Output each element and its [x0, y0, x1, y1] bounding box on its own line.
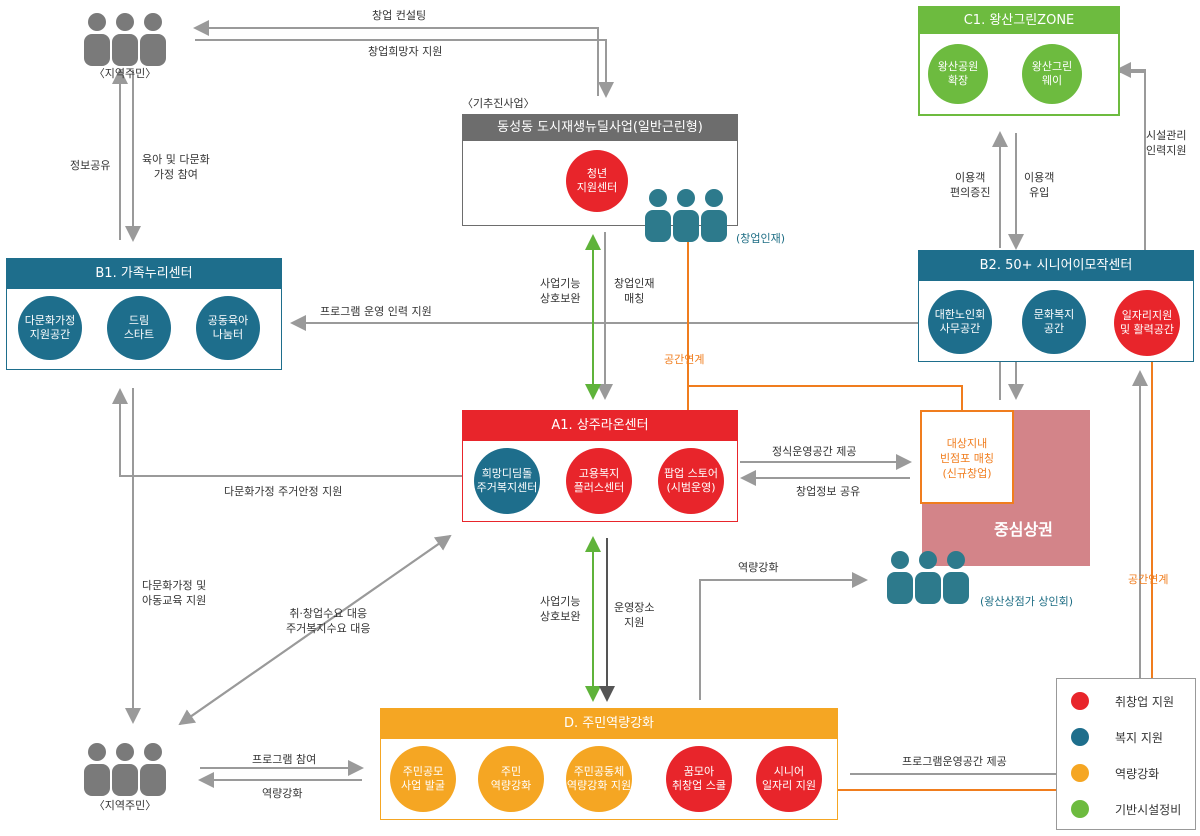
label-capacity-building-2: 역량강화: [262, 787, 303, 800]
vacant-store-matching-label: 대상지내 빈점포 매칭 (신규창업): [939, 437, 995, 480]
startup-talent-label: (창업인재): [736, 232, 786, 245]
legend-item-welfare: 복지 지원: [1057, 727, 1197, 747]
b2-title: B2. 50+ 시니어이모작센터: [919, 251, 1193, 281]
d-title: D. 주민역량강화: [381, 709, 837, 739]
merchants-people-icon: [887, 551, 969, 604]
label-program-participation: 프로그램 참여: [252, 753, 317, 766]
label-startup-info: 창업정보 공유: [796, 485, 861, 498]
label-regular-space: 정식운영공간 제공: [772, 445, 857, 458]
legend-label: 기반시설정비: [1115, 803, 1182, 817]
label-childcare: 육아 및 다문화 가정 참여: [142, 153, 210, 181]
b2-item-job-support: 일자리지원 및 활력공간: [1114, 290, 1180, 356]
d-item-senior-jobs: 시니어 일자리 지원: [756, 746, 822, 812]
d-item-resident-capacity: 주민 역량강화: [478, 746, 544, 812]
label-capacity-building: 역량강화: [738, 561, 779, 574]
legend-label: 취창업 지원: [1115, 695, 1175, 709]
label-func-complement-2: 사업기능 상호보완: [540, 595, 581, 623]
legend-item-capacity: 역량강화: [1057, 763, 1197, 783]
b1-item-co-parenting: 공동육아 나눔터: [196, 296, 260, 360]
label-space-link-1: 공간연계: [664, 353, 705, 366]
vacant-store-matching-box: [920, 410, 1014, 504]
legend-label: 복지 지원: [1115, 731, 1163, 745]
central-market-title: 중심상권: [994, 520, 1053, 539]
c1-item-park: 왕산공원 확장: [928, 44, 988, 104]
label-housing-support: 다문화가정 주거안정 지원: [224, 485, 343, 498]
legend-dot: [1071, 764, 1089, 782]
legend-dot: [1071, 800, 1089, 818]
residents-bottom-label: 〈지역주민〉: [93, 799, 157, 812]
label-user-attract: 이용객 유입: [1024, 171, 1055, 199]
c1-title: C1. 왕산그린ZONE: [920, 8, 1118, 34]
label-program-space: 프로그램운영공간 제공: [902, 755, 1007, 768]
label-venue-support: 운영장소 지원: [614, 601, 655, 629]
label-space-link-2: 공간연계: [1128, 573, 1169, 586]
project-tag: 〈기추진사업〉: [462, 97, 535, 110]
startup-talent-people-icon: [645, 189, 727, 242]
d-item-community-capacity: 주민공동체 역량강화 지원: [566, 746, 632, 812]
a1-item-housing-welfare: 희망디딤돌 주거복지센터: [474, 448, 540, 514]
b2-item-culture-welfare: 문화복지 공간: [1022, 290, 1086, 354]
legend-label: 역량강화: [1115, 767, 1160, 781]
label-info-share: 정보공유: [70, 159, 111, 172]
residents-top-people-icon: [84, 13, 166, 66]
d-item-public-contest: 주민공모 사업 발굴: [390, 746, 456, 812]
legend-dot: [1071, 728, 1089, 746]
label-multicultural-edu: 다문화가정 및 아동교육 지원: [142, 579, 207, 607]
label-user-convenience: 이용객 편의증진: [950, 171, 991, 199]
legend-item-infrastructure: 기반시설정비: [1057, 799, 1197, 819]
label-demand-response: 취·창업수요 대응 주거복지수요 대응: [286, 607, 371, 635]
residents-bottom-people-icon: [84, 743, 166, 796]
b1-item-multicultural: 다문화가정 지원공간: [18, 296, 82, 360]
label-program-staff: 프로그램 운영 인력 지원: [320, 305, 432, 318]
b1-item-dream-start: 드림 스타트: [107, 296, 171, 360]
a1-title: A1. 상주라온센터: [463, 411, 737, 441]
b2-item-senior-assoc: 대한노인회 사무공간: [928, 290, 992, 354]
youth-support-center: 청년 지원센터: [566, 150, 628, 212]
label-consulting: 창업 컨설팅: [372, 9, 427, 22]
residents-top-label: 〈지역주민〉: [93, 67, 157, 80]
label-hopeful-support: 창업희망자 지원: [368, 45, 443, 58]
a1-item-popup-store: 팝업 스토어 (시범운영): [658, 448, 724, 514]
d-item-startup-school: 꿈모아 취창업 스쿨: [666, 746, 732, 812]
merchants-label: (왕산상점가 상인회): [980, 595, 1074, 608]
b1-title: B1. 가족누리센터: [7, 259, 281, 289]
label-facility-staff: 시설관리 인력지원: [1146, 129, 1187, 157]
a1-item-employment-plus: 고용복지 플러스센터: [566, 448, 632, 514]
c1-item-greenway: 왕산그린 웨이: [1022, 44, 1082, 104]
legend-dot: [1071, 692, 1089, 710]
label-talent-matching: 창업인재 매칭: [614, 277, 655, 305]
label-func-complement-1: 사업기능 상호보완: [540, 277, 581, 305]
legend: 취창업 지원 복지 지원 역량강화 기반시설정비: [1056, 678, 1196, 830]
legend-item-startup: 취창업 지원: [1057, 691, 1197, 711]
project-title: 동성동 도시재생뉴딜사업(일반근린형): [463, 115, 737, 141]
